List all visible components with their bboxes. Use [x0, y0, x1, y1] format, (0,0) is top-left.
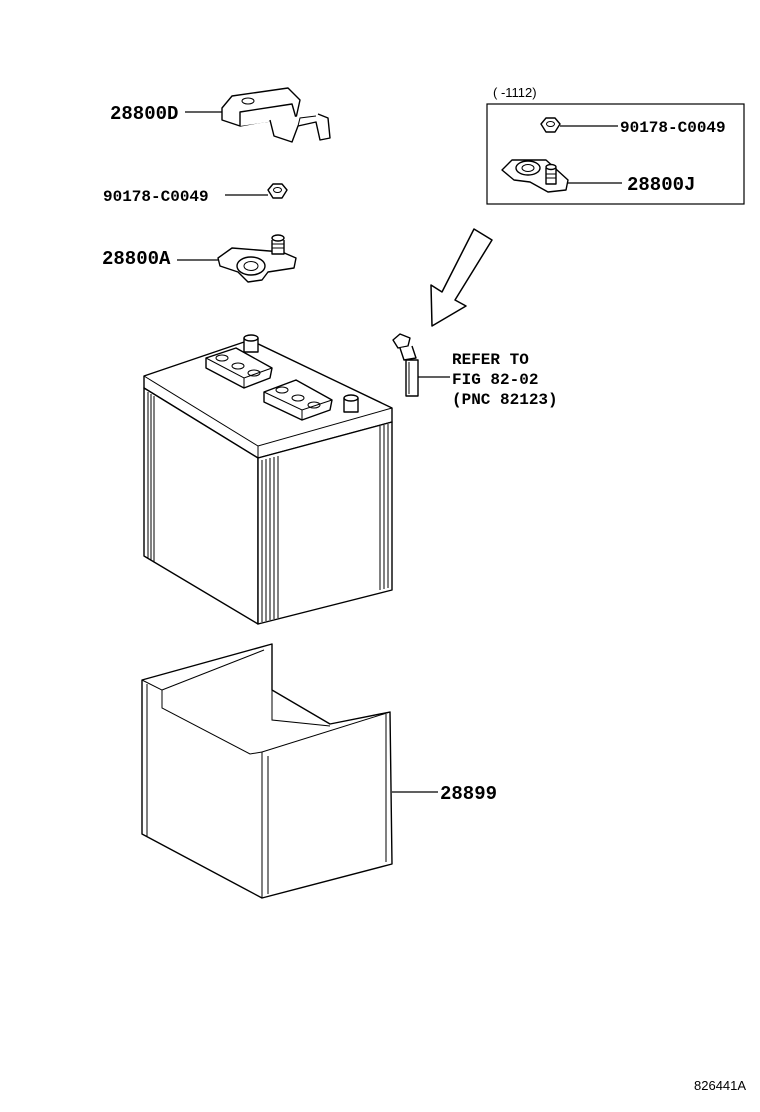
label-nut-inset[interactable]: 90178-C0049 — [620, 119, 726, 137]
terminal-inset-part[interactable] — [501, 159, 569, 193]
label-positive-terminal[interactable]: 28800A — [102, 248, 171, 270]
refer-line-1: REFER TO — [452, 351, 529, 369]
label-tray[interactable]: 28899 — [440, 783, 497, 805]
nut-part-inset[interactable] — [540, 117, 561, 133]
refer-line-2: FIG 82-02 — [452, 371, 538, 389]
label-terminal-cover[interactable]: 28800D — [110, 103, 178, 125]
nut-part-left[interactable] — [267, 183, 288, 199]
inset-note: ( -1112) — [493, 85, 537, 100]
label-terminal-inset[interactable]: 28800J — [627, 174, 695, 196]
label-nut-left[interactable]: 90178-C0049 — [103, 188, 209, 206]
direction-arrow — [430, 228, 493, 327]
figure-code: 826441A — [694, 1078, 746, 1093]
cable-part[interactable] — [392, 333, 419, 397]
battery-tray[interactable] — [141, 643, 393, 899]
terminal-cover-part[interactable] — [221, 87, 331, 143]
refer-line-3: (PNC 82123) — [452, 391, 558, 409]
positive-terminal-part[interactable] — [217, 234, 297, 283]
inset-box — [486, 103, 745, 205]
battery[interactable] — [143, 334, 393, 625]
